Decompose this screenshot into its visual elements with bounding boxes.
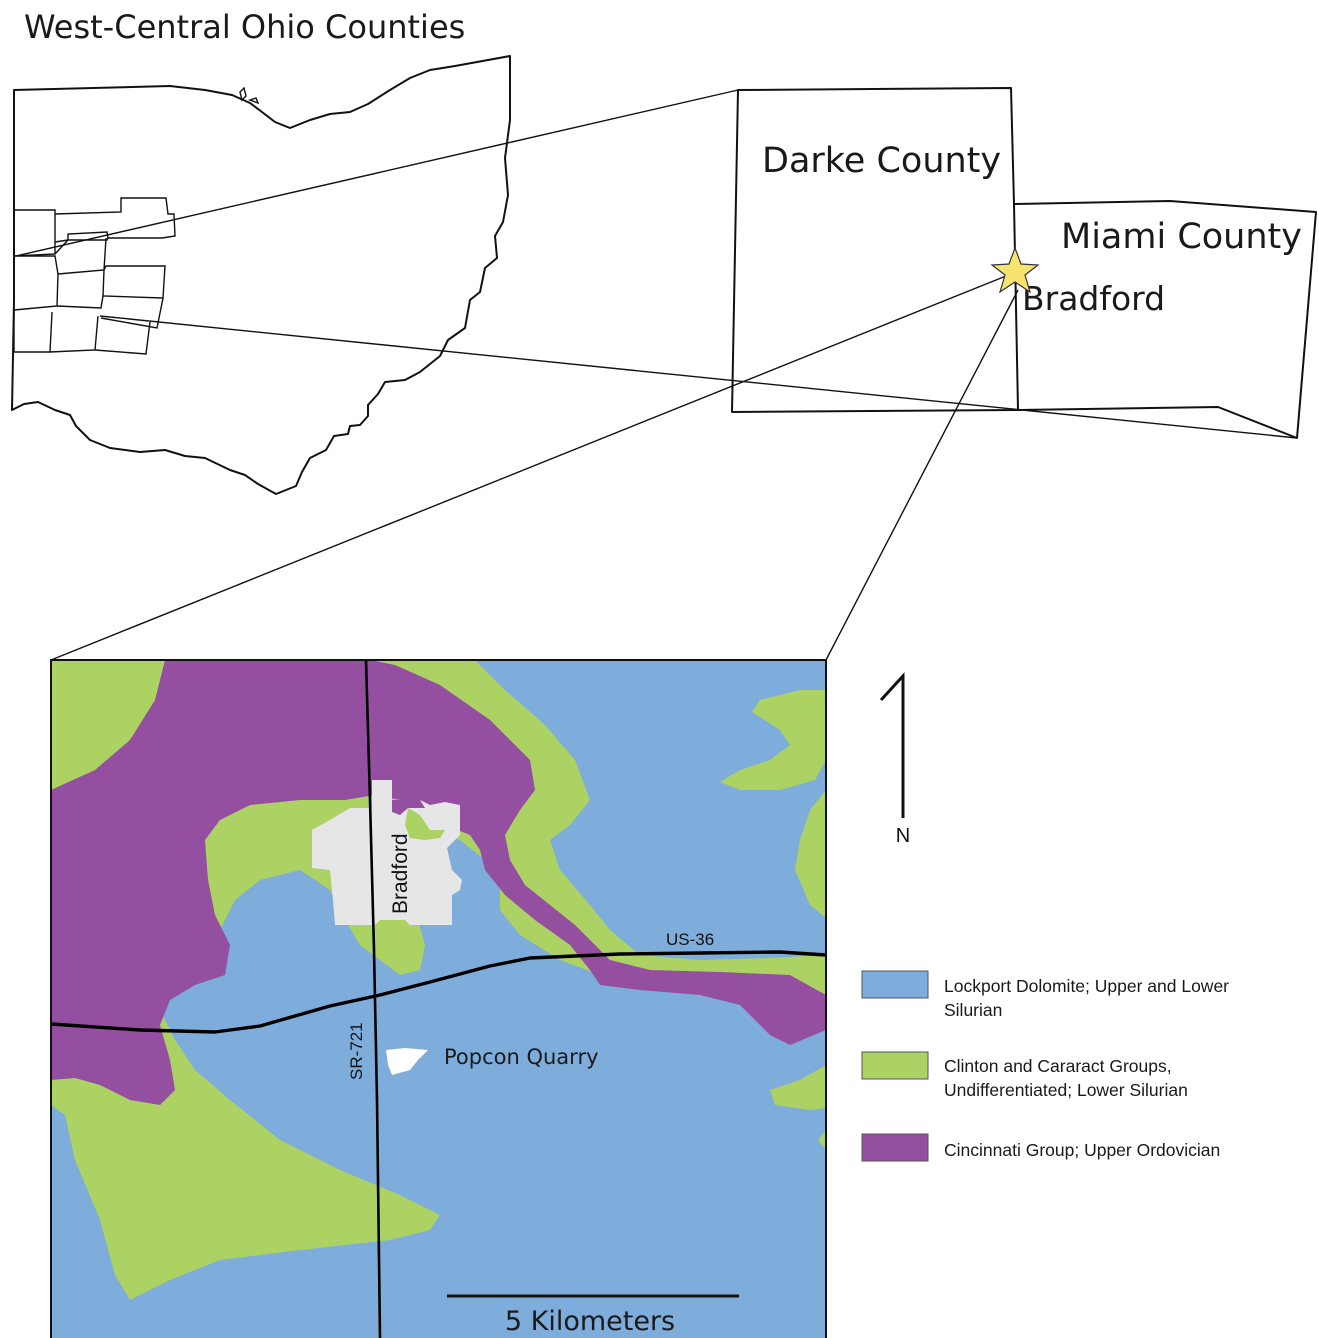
- bradford-label: Bradford: [1022, 279, 1165, 318]
- clinton-area: [795, 790, 826, 918]
- cincinnati-area: [51, 660, 826, 1105]
- popcon-quarry-area: [386, 1048, 428, 1075]
- clinton-area: [720, 690, 826, 790]
- legend-label-cincinnati: Cincinnati Group; Upper Ordovician: [944, 1140, 1220, 1160]
- legend: Lockport Dolomite; Upper and Lower Silur…: [861, 970, 1234, 1162]
- legend-swatch-cincinnati: [861, 1133, 929, 1162]
- clinton-area: [51, 660, 826, 1300]
- north-label: N: [896, 825, 910, 847]
- miami-county-label: Miami County: [1061, 217, 1302, 257]
- scale-label: 5 Kilometers: [505, 1306, 675, 1337]
- map-town-label: Bradford: [389, 833, 412, 914]
- darke-county-outline: [731, 87, 1019, 413]
- legend-label-clinton: Clinton and Cararact Groups, Undifferent…: [944, 1056, 1188, 1100]
- legend-swatch-clinton: [861, 1051, 929, 1080]
- geologic-map-border: [50, 659, 827, 1338]
- sr-721-road: [364, 660, 382, 1338]
- geologic-map: US-36 SR-721 Bradford Popcon Quarry 5 Ki…: [51, 660, 826, 1338]
- darke-county-label: Darke County: [762, 141, 1001, 181]
- connector-line: [15, 89, 739, 257]
- cincinnati-area: [392, 800, 425, 815]
- bradford-star-icon: [990, 246, 1040, 294]
- legend-swatch-lockport: [861, 970, 929, 999]
- clinton-area: [818, 1130, 826, 1150]
- lake-island: [239, 86, 260, 105]
- connector-line: [825, 289, 1019, 661]
- figure-title: West-Central Ohio Counties: [24, 8, 465, 46]
- sr-721-label: SR-721: [347, 1022, 366, 1080]
- miami-county-outline: [1013, 200, 1317, 439]
- us-36-label: US-36: [666, 930, 714, 949]
- north-arrow-icon: [879, 672, 905, 818]
- clinton-area: [770, 1065, 826, 1110]
- bradford-town-area: [312, 780, 462, 925]
- county-grid: [13, 197, 176, 355]
- clinton-area: [51, 660, 150, 760]
- us-36-road: [51, 950, 826, 1034]
- connector-line: [99, 315, 1298, 439]
- popcon-quarry-label: Popcon Quarry: [444, 1045, 599, 1069]
- legend-label-lockport: Lockport Dolomite; Upper and Lower Silur…: [944, 976, 1234, 1020]
- ohio-outline: [11, 55, 511, 495]
- clinton-area: [405, 808, 445, 840]
- connector-line: [50, 275, 1007, 661]
